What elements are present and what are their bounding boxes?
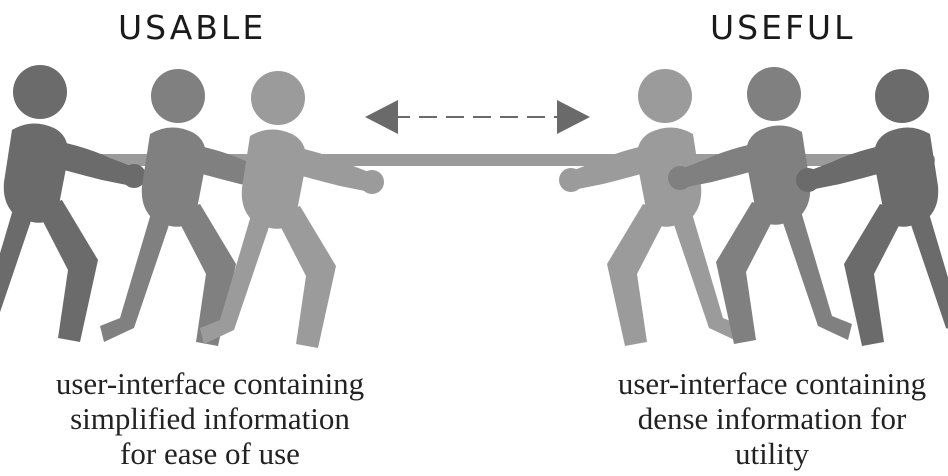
- right-puller-front: [559, 69, 743, 346]
- left-team: [0, 65, 384, 348]
- useful-heading: USEFUL: [710, 8, 856, 47]
- left-puller-front: [200, 71, 384, 348]
- usable-caption-line-2: simplified information: [70, 401, 350, 436]
- double-headed-dashed-arrow-icon: [365, 100, 590, 134]
- usable-caption: user-interface containing simplified inf…: [0, 366, 420, 471]
- usable-caption-line-1: user-interface containing: [55, 366, 365, 401]
- right-team: [559, 67, 948, 346]
- useful-caption: user-interface containing dense informat…: [562, 366, 948, 471]
- useful-caption-line-1: user-interface containing: [617, 366, 927, 401]
- left-puller-back: [0, 65, 146, 342]
- useful-caption-line-2: dense information for: [637, 401, 907, 436]
- useful-caption-line-3: utility: [734, 436, 810, 471]
- usable-heading: USABLE: [118, 8, 267, 47]
- usable-caption-line-3: for ease of use: [120, 436, 300, 471]
- tug-of-war-illustration: [0, 65, 948, 348]
